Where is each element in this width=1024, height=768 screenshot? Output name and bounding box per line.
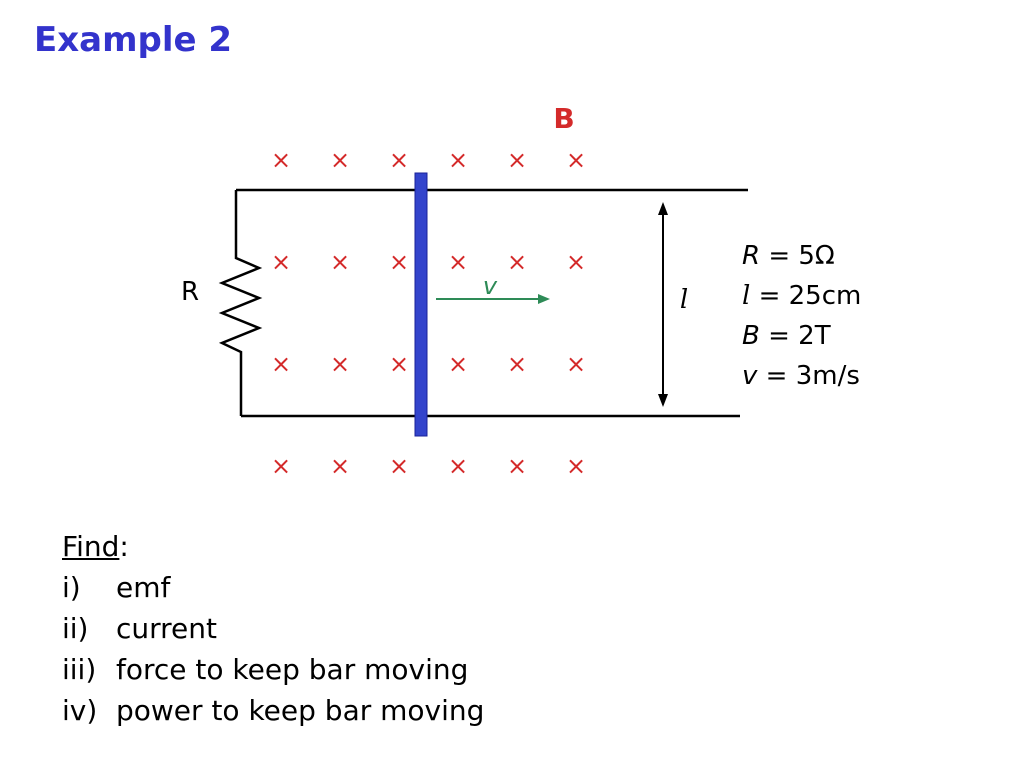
resistor (218, 190, 263, 416)
velocity-arrowhead (538, 294, 550, 304)
field-cross-icon: × (271, 146, 291, 174)
given-length: l = 25cm (742, 276, 861, 316)
given-value: = 5Ω (760, 241, 835, 271)
list-item-number: iii) (62, 653, 97, 686)
field-cross-icon: × (448, 146, 468, 174)
field-cross-icon: × (389, 350, 409, 378)
field-cross-icon: × (271, 248, 291, 276)
list-item: ii) current (62, 608, 484, 649)
magnetic-field-crosses: × × × × × × × × × × × × × × × × × × × × × × × × (271, 146, 586, 480)
field-cross-icon: × (566, 452, 586, 480)
conducting-bar (414, 172, 428, 437)
list-item-text: current (116, 612, 218, 645)
given-velocity: v = 3m/s (742, 356, 861, 396)
length-arrowhead-top (658, 202, 668, 215)
field-cross-icon: × (271, 452, 291, 480)
list-item-text: power to keep bar moving (116, 694, 485, 727)
given-value: = 3m/s (757, 361, 860, 391)
length-arrowhead-bottom (658, 394, 668, 407)
field-cross-icon: × (330, 350, 350, 378)
field-cross-icon: × (389, 452, 409, 480)
field-cross-icon: × (389, 248, 409, 276)
given-resistance: R = 5Ω (742, 236, 861, 276)
field-cross-icon: × (448, 350, 468, 378)
list-item: iii) force to keep bar moving (62, 649, 484, 690)
given-symbol: B (742, 321, 760, 351)
list-item-text: emf (116, 571, 171, 604)
list-item: i) emf (62, 567, 484, 608)
given-field: B = 2T (742, 316, 861, 356)
given-symbol: l (742, 281, 751, 311)
field-cross-icon: × (330, 146, 350, 174)
list-item-number: ii) (62, 612, 89, 645)
given-symbol: v (742, 361, 758, 391)
field-cross-icon: × (330, 452, 350, 480)
field-cross-icon: × (507, 452, 527, 480)
find-heading-suffix: : (119, 530, 129, 563)
field-cross-icon: × (448, 248, 468, 276)
field-cross-icon: × (389, 146, 409, 174)
given-values: R = 5Ω l = 25cm B = 2T v = 3m/s (742, 236, 861, 396)
find-heading-text: Find (62, 530, 120, 563)
field-cross-icon: × (566, 146, 586, 174)
list-item-text: force to keep bar moving (116, 653, 469, 686)
field-cross-icon: × (566, 350, 586, 378)
find-heading: Find: (62, 526, 484, 567)
slide-title: Example 2 (34, 20, 233, 60)
field-cross-icon: × (330, 248, 350, 276)
given-value: = 25cm (750, 281, 862, 311)
field-label-b: B (553, 102, 574, 135)
field-cross-icon: × (507, 350, 527, 378)
given-value: = 2T (759, 321, 831, 351)
resistor-label: R (181, 277, 199, 307)
list-item: iv) power to keep bar moving (62, 690, 484, 731)
length-label: l (680, 285, 688, 315)
velocity-label: v (483, 272, 498, 300)
field-cross-icon: × (271, 350, 291, 378)
find-list: Find: i) emf ii) current iii) force to keep… (62, 526, 484, 731)
field-cross-icon: × (566, 248, 586, 276)
field-cross-icon: × (448, 452, 468, 480)
field-cross-icon: × (507, 248, 527, 276)
field-cross-icon: × (507, 146, 527, 174)
list-item-number: iv) (62, 694, 98, 727)
given-symbol: R (742, 241, 761, 271)
list-item-number: i) (62, 571, 81, 604)
